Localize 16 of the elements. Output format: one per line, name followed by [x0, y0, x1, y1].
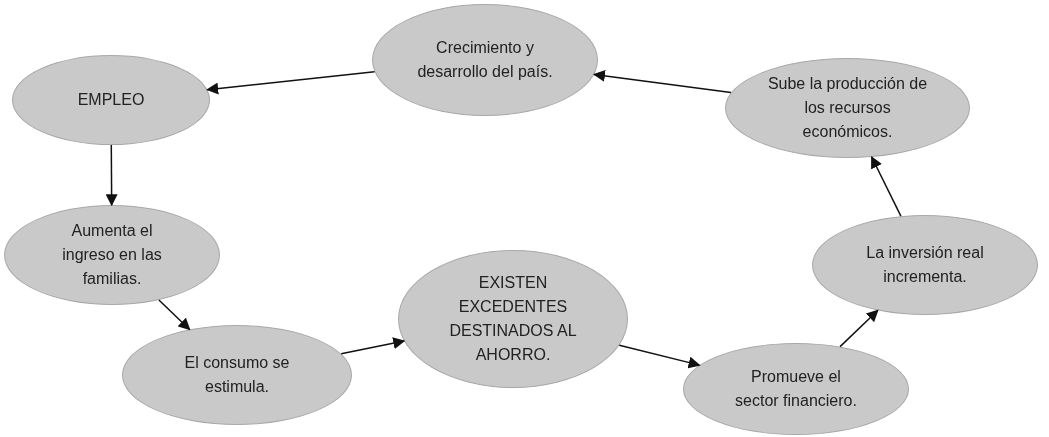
node-text: Sube la producción de los recursos económicos. [766, 74, 929, 142]
node-text: EXISTEN EXCEDENTES DESTINADOS AL AHORRO. [448, 273, 578, 365]
arrow [839, 309, 879, 348]
node-text: El consumo se estimula. [183, 353, 291, 397]
node-text: La inversión real incrementa. [865, 243, 985, 287]
arrow [158, 299, 191, 331]
arrow [593, 69, 732, 94]
node-text: Aumenta el ingreso en las familias. [61, 221, 163, 289]
arrow [105, 144, 118, 207]
arrow [340, 337, 406, 355]
arrow [870, 155, 902, 217]
node-text: EMPLEO [77, 90, 145, 110]
arrow [618, 344, 701, 369]
arrow [206, 71, 376, 95]
node-text: Promueve el sector financiero. [734, 367, 858, 411]
node-text: Crecimiento y desarrollo del país. [416, 38, 554, 82]
